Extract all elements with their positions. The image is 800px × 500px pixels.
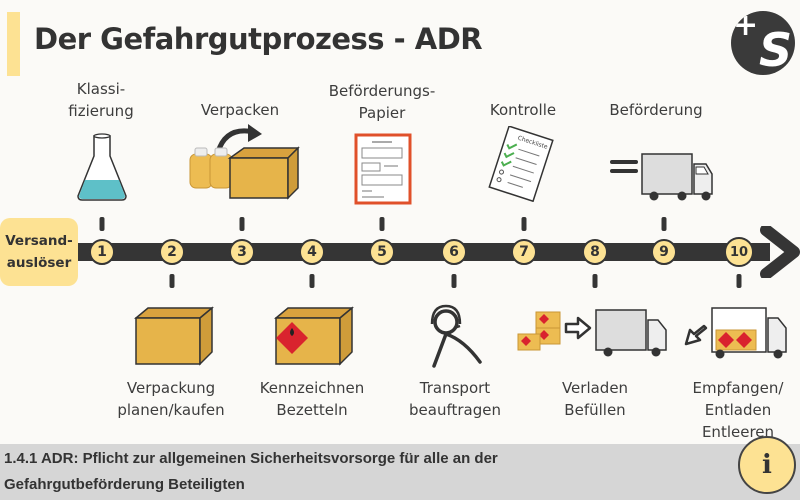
box-icon: [134, 306, 214, 366]
step-2-label-line1: Verpackung: [126, 379, 216, 397]
step-5-label: Beförderungs- Papier: [329, 80, 436, 124]
step-1-label-line1: Klassi-: [76, 80, 126, 98]
moving-truck-icon: [610, 153, 713, 201]
info-button[interactable]: i: [738, 436, 796, 494]
step-8-label-line2: Befüllen: [564, 401, 626, 419]
start-box-versandausloeser: Versand- auslöser: [0, 218, 78, 286]
step-10-label-line1: Empfangen/: [692, 379, 784, 397]
step-5-node: 5: [369, 239, 395, 265]
step-3-label: Verpacken: [201, 99, 279, 121]
step-10-label-line3: Entleeren: [701, 423, 775, 441]
step-4-label-line1: Kennzeichnen: [259, 379, 365, 397]
brand-logo: + S: [731, 11, 795, 75]
document-icon: [354, 133, 412, 205]
step-6-label-line2: beauftragen: [409, 401, 501, 419]
step-6-node: 6: [441, 239, 467, 265]
page-title: Der Gefahrgutprozess - ADR: [34, 22, 483, 56]
step-3-node: 3: [229, 239, 255, 265]
step-2-node: 2: [159, 239, 185, 265]
step-1-node: 1: [89, 239, 115, 265]
footer-text: 1.4.1 ADR: Pflicht zur allgemeinen Siche…: [4, 446, 498, 498]
step-8-label: Verladen Befüllen: [562, 377, 628, 421]
step-7-tick: [521, 217, 527, 231]
packing-icon: [189, 124, 300, 200]
step-8-label-line1: Verladen: [561, 379, 629, 397]
footer-text-line1: 1.4.1 ADR: Pflicht zur allgemeinen Siche…: [4, 450, 498, 467]
unloading-truck-icon: [684, 307, 787, 359]
step-9-tick: [661, 217, 667, 231]
step-2-label-line2: planen/kaufen: [117, 401, 225, 419]
step-1-label: Klassi- fizierung: [68, 78, 133, 122]
timeline-arrow-icon: [760, 226, 800, 278]
step-1-tick: [99, 217, 105, 231]
footer-text-line2: Gefahrgutbeförderung Beteiligten: [4, 476, 245, 493]
start-label-line1: Versand-: [5, 233, 73, 249]
step-5-label-line2: Papier: [358, 104, 406, 122]
step-4-node: 4: [299, 239, 325, 265]
title-accent-bar: [7, 12, 20, 76]
start-label-line2: auslöser: [6, 255, 72, 271]
step-10-label: Empfangen/ Entladen Entleeren: [693, 377, 784, 443]
step-6-label: Transport beauftragen: [409, 377, 501, 421]
step-8-tick: [592, 274, 598, 288]
footer-bar: 1.4.1 ADR: Pflicht zur allgemeinen Siche…: [0, 444, 800, 500]
step-5-tick: [379, 217, 385, 231]
step-10-tick: [736, 274, 742, 288]
step-9-label-line1: Beförderung: [609, 101, 703, 119]
step-6-tick: [451, 274, 457, 288]
step-1-label-line2: fizierung: [68, 102, 134, 120]
step-4-label: Kennzeichnen Bezetteln: [260, 377, 365, 421]
step-7-node: 7: [511, 239, 537, 265]
step-7-label: Kontrolle: [490, 99, 556, 121]
step-2-tick: [169, 274, 175, 288]
step-3-tick: [239, 217, 245, 231]
loading-truck-icon: [517, 309, 667, 357]
step-2-label: Verpackung planen/kaufen: [117, 377, 224, 421]
step-9-label: Beförderung: [609, 99, 702, 121]
step-6-label-line1: Transport: [419, 379, 491, 397]
step-10-node: 10: [724, 237, 754, 267]
step-8-node: 8: [582, 239, 608, 265]
step-7-label-line1: Kontrolle: [489, 101, 557, 119]
checklist-icon: Checkliste: [488, 126, 554, 202]
logo-letter: S: [759, 23, 793, 75]
logo-plus: +: [733, 11, 759, 43]
step-5-label-line1: Beförderungs-: [328, 82, 436, 100]
flask-icon: [77, 133, 127, 201]
hazard-box-icon: [274, 306, 354, 366]
headset-person-icon: [430, 304, 482, 368]
step-4-label-line2: Bezetteln: [276, 401, 348, 419]
step-10-label-line2: Entladen: [704, 401, 772, 419]
step-9-node: 9: [651, 239, 677, 265]
step-4-tick: [309, 274, 315, 288]
step-3-label-line1: Verpacken: [200, 101, 280, 119]
